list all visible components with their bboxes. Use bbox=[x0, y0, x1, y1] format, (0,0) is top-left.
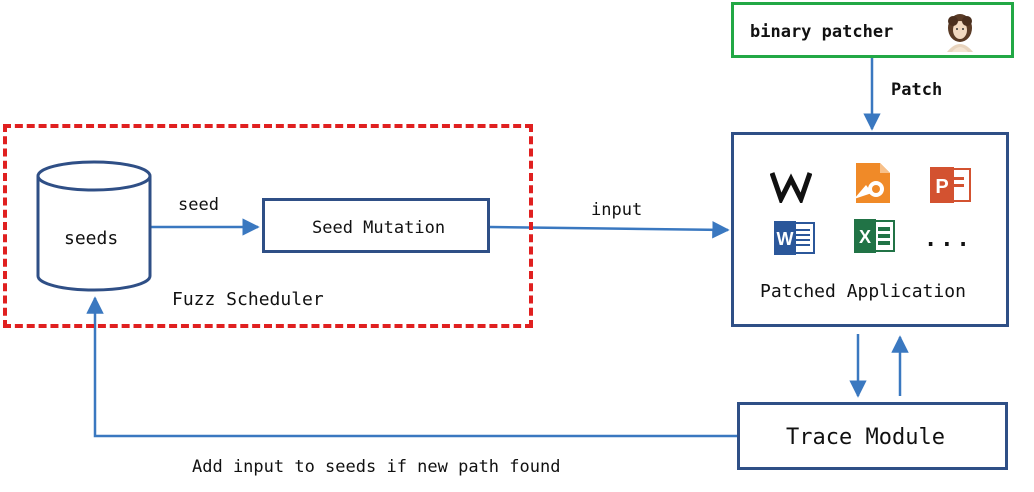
input-edge-label: input bbox=[591, 200, 643, 220]
patched-application-label: Patched Application bbox=[760, 281, 966, 302]
patched-application-box: P W X ... Patched Application bbox=[731, 132, 1009, 327]
more-apps-ellipsis: ... bbox=[924, 227, 973, 252]
fuzz-scheduler-region bbox=[3, 124, 533, 328]
seed-edge-label: seed bbox=[178, 195, 219, 215]
svg-text:W: W bbox=[777, 229, 794, 249]
fuzz-scheduler-label: Fuzz Scheduler bbox=[172, 289, 324, 310]
portrait-icon bbox=[947, 14, 973, 52]
svg-text:X: X bbox=[859, 227, 871, 247]
feedback-arrow bbox=[86, 296, 737, 438]
feedback-edge-label: Add input to seeds if new path found bbox=[192, 457, 561, 477]
trace-module-box: Trace Module bbox=[737, 402, 1008, 470]
svg-text:P: P bbox=[935, 176, 948, 198]
binary-patcher-box: binary patcher bbox=[731, 2, 1014, 58]
seed-mutation-box: Seed Mutation bbox=[262, 198, 490, 253]
seed-mutation-label: Seed Mutation bbox=[312, 218, 446, 238]
seeds-label: seeds bbox=[64, 228, 119, 249]
image-file-icon bbox=[854, 163, 890, 203]
wps-icon bbox=[770, 172, 812, 203]
seeds-cylinder bbox=[36, 160, 152, 292]
trace-module-label: Trace Module bbox=[786, 425, 945, 450]
word-icon: W bbox=[774, 221, 815, 255]
patch-edge-label: Patch bbox=[891, 80, 943, 100]
binary-patcher-label: binary patcher bbox=[750, 22, 894, 42]
excel-icon: X bbox=[854, 219, 895, 253]
powerpoint-icon: P bbox=[930, 167, 971, 203]
